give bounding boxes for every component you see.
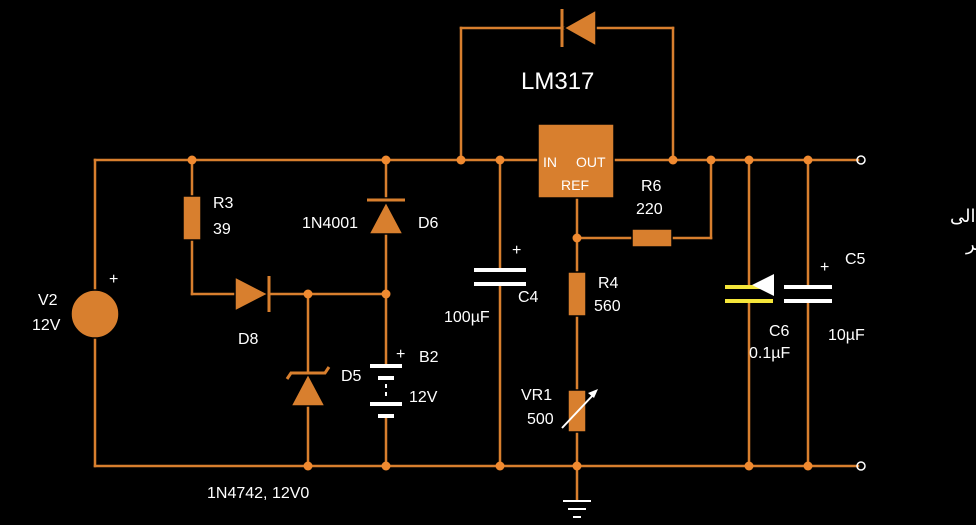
lm317-pin-out: OUT xyxy=(576,154,606,170)
r6-resistor xyxy=(631,228,673,248)
d5-zener-diode xyxy=(285,366,331,407)
r6-value: 220 xyxy=(636,201,663,218)
v2-label: V2 xyxy=(38,292,58,309)
feedback-diode xyxy=(560,8,597,48)
vr1-potentiometer xyxy=(561,389,598,433)
output-terminal-positive xyxy=(856,155,866,165)
b2-label: B2 xyxy=(419,349,439,366)
vr1-label: VR1 xyxy=(521,387,552,404)
d5-part-number: 1N4742, 12V0 xyxy=(207,485,309,502)
r4-resistor xyxy=(567,271,587,317)
lm317-pin-ref: REF xyxy=(561,177,589,193)
c5-polarity: + xyxy=(820,259,829,276)
v2-voltage-source xyxy=(70,289,120,339)
wires xyxy=(93,26,860,502)
c6-label: C6 xyxy=(769,323,790,340)
output-note-line2: الـــراوتر xyxy=(965,234,976,255)
output-note-line1: الى xyxy=(950,206,976,227)
d8-diode xyxy=(234,275,271,313)
c5-value: 10µF xyxy=(828,327,865,344)
c4-label: C4 xyxy=(518,289,539,306)
d6-diode xyxy=(367,198,405,235)
v2-polarity: + xyxy=(109,271,118,288)
v2-value: 12V xyxy=(32,317,61,334)
r3-label: R3 xyxy=(213,195,234,212)
vr1-value: 500 xyxy=(527,411,554,428)
c4-capacitor xyxy=(474,268,526,286)
lm317-label: LM317 xyxy=(521,68,594,95)
r3-resistor xyxy=(182,195,202,241)
r4-label: R4 xyxy=(598,275,619,292)
output-terminal-negative xyxy=(856,461,866,471)
b2-value: 12V xyxy=(409,389,438,406)
r4-value: 560 xyxy=(594,298,621,315)
c6-capacitor xyxy=(725,274,774,303)
c4-value: 100µF xyxy=(444,309,490,326)
r3-value: 39 xyxy=(213,221,231,238)
lm317-regulator xyxy=(537,123,615,199)
junction-dots xyxy=(187,155,813,471)
b2-polarity: + xyxy=(396,346,405,363)
d5-label: D5 xyxy=(341,368,362,385)
d6-label: D6 xyxy=(418,215,439,232)
c6-value: 0.1µF xyxy=(749,345,790,362)
d8-label: D8 xyxy=(238,331,259,348)
c5-label: C5 xyxy=(845,251,866,268)
r6-label: R6 xyxy=(641,178,662,195)
ground-symbol xyxy=(563,500,591,518)
c5-capacitor xyxy=(784,285,832,303)
d6-part-number: 1N4001 xyxy=(302,215,358,232)
c4-polarity: + xyxy=(512,242,521,259)
b2-battery xyxy=(370,364,402,418)
lm317-pin-in: IN xyxy=(543,154,557,170)
c6-cursor-icon xyxy=(752,274,774,296)
